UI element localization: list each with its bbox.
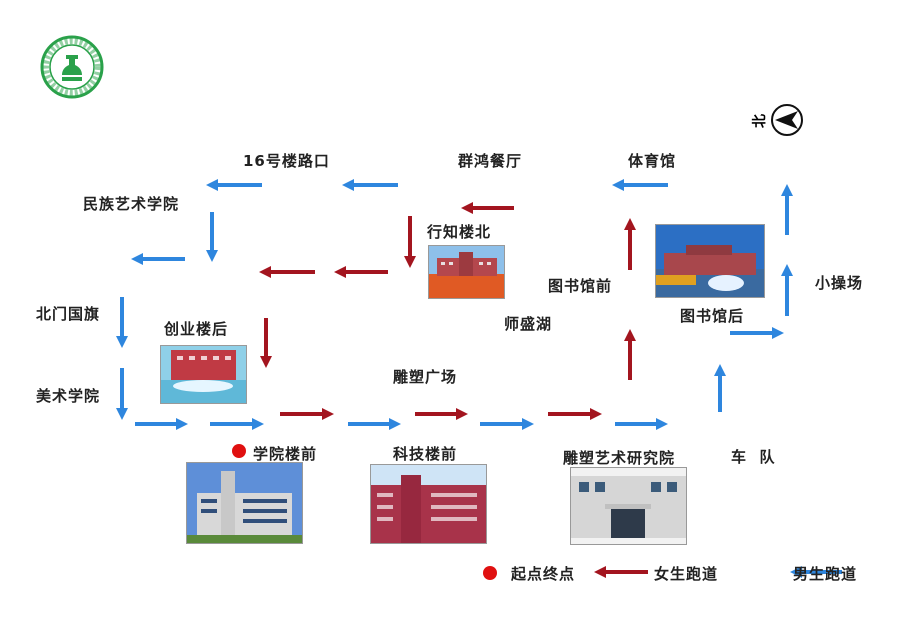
label-sculpture-square: 雕塑广场 xyxy=(393,368,458,386)
label-gym: 体育馆 xyxy=(628,152,677,170)
label-north-gate-flag: 北门国旗 xyxy=(36,305,101,323)
label-shisheng-lake: 师盛湖 xyxy=(504,315,553,333)
university-logo xyxy=(40,35,104,99)
label-fine-arts-college: 美术学院 xyxy=(36,387,101,405)
label-16-road: 16号楼路口 xyxy=(243,152,330,170)
label-tech-front: 科技楼前 xyxy=(393,445,458,463)
photo-sculpture-institute xyxy=(570,467,687,545)
label-sculpture-institute: 雕塑艺术研究院 xyxy=(563,449,676,467)
label-chuangye-back: 创业楼后 xyxy=(164,320,229,338)
label-small-playground: 小操场 xyxy=(815,274,864,292)
photo-library xyxy=(655,224,765,298)
label-library-back: 图书馆后 xyxy=(680,307,745,325)
label-xingzhi-north: 行知楼北 xyxy=(427,223,492,241)
photo-chuangye-building xyxy=(160,345,247,404)
label-motorcade: 车 队 xyxy=(731,448,776,466)
photo-xingzhi-building xyxy=(428,245,505,299)
photo-tech-building xyxy=(370,464,487,544)
label-women-route: 女生跑道 xyxy=(654,565,719,583)
label-men-route: 男生跑道 xyxy=(793,565,858,583)
photo-college-building xyxy=(186,462,303,544)
start-marker-dot xyxy=(232,444,246,458)
north-compass: 北 xyxy=(752,103,804,137)
label-library-front: 图书馆前 xyxy=(548,277,613,295)
label-minzu-art-college: 民族艺术学院 xyxy=(83,195,180,213)
label-start-finish: 起点终点 xyxy=(511,565,576,583)
label-college-front: 学院楼前 xyxy=(253,445,318,463)
legend-start-dot xyxy=(483,566,497,580)
compass-icon xyxy=(771,104,803,136)
label-qunhong-canteen: 群鸿餐厅 xyxy=(458,152,523,170)
